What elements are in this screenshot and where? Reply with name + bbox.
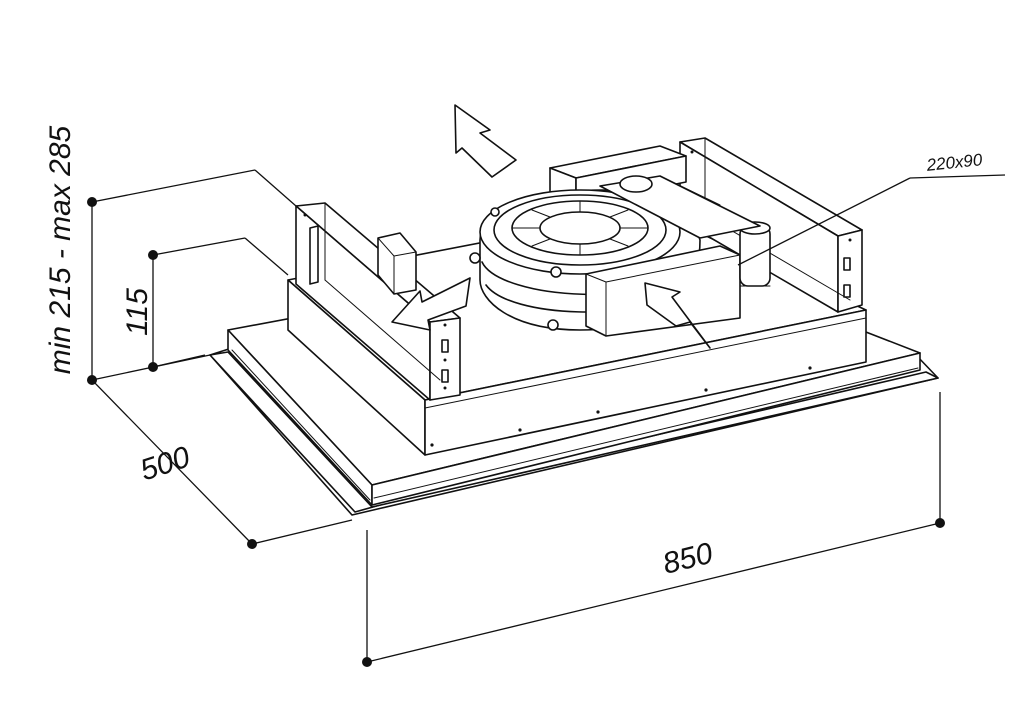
capacitor: [739, 221, 771, 287]
height-range-label: min 215 - max 285: [44, 125, 77, 374]
dimension-depth: [91, 379, 353, 549]
duct-size-label: 220x90: [925, 150, 984, 175]
airflow-arrow-up: [454, 104, 517, 178]
dimension-width: [362, 392, 945, 667]
motor-mount: [599, 175, 761, 239]
airflow-arrow-left: [391, 277, 471, 331]
dimension-motor-height: [148, 237, 289, 372]
dimension-duct-leader: [737, 174, 1006, 266]
motor-height-label: 115: [121, 288, 154, 336]
depth-label: 500: [136, 440, 194, 487]
width-label: 850: [659, 537, 716, 581]
airflow-arrow-down: [644, 282, 711, 349]
